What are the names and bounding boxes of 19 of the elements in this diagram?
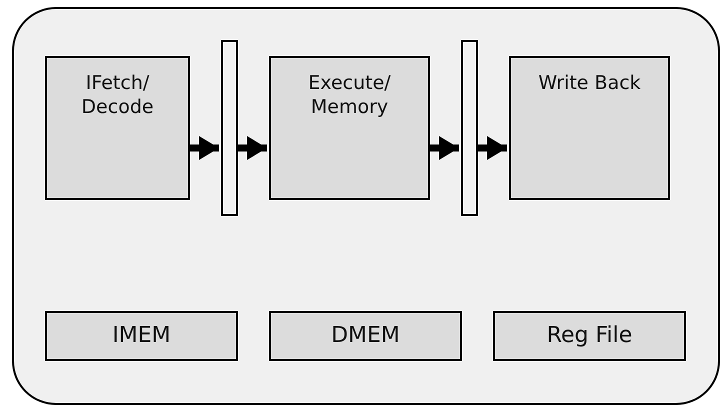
arrow <box>476 136 507 160</box>
memory-box <box>45 311 238 361</box>
arrow <box>188 136 219 160</box>
box-label: Execute/ Memory <box>307 72 392 120</box>
box-label: IFetch/ Decode <box>80 72 155 120</box>
pipeline-register <box>221 40 238 216</box>
arrow <box>236 136 267 160</box>
box-label: Write Back <box>538 72 641 96</box>
box-label: DMEM <box>331 322 400 350</box>
box-label: Reg File <box>546 322 632 350</box>
stage-box <box>509 56 670 200</box>
memory-box <box>269 311 462 361</box>
container-box <box>12 7 720 405</box>
pipeline-register <box>461 40 478 216</box>
box-label: IMEM <box>112 322 171 350</box>
memory-box <box>493 311 686 361</box>
stage-box <box>269 56 430 200</box>
arrow <box>428 136 459 160</box>
stage-box <box>45 56 190 200</box>
